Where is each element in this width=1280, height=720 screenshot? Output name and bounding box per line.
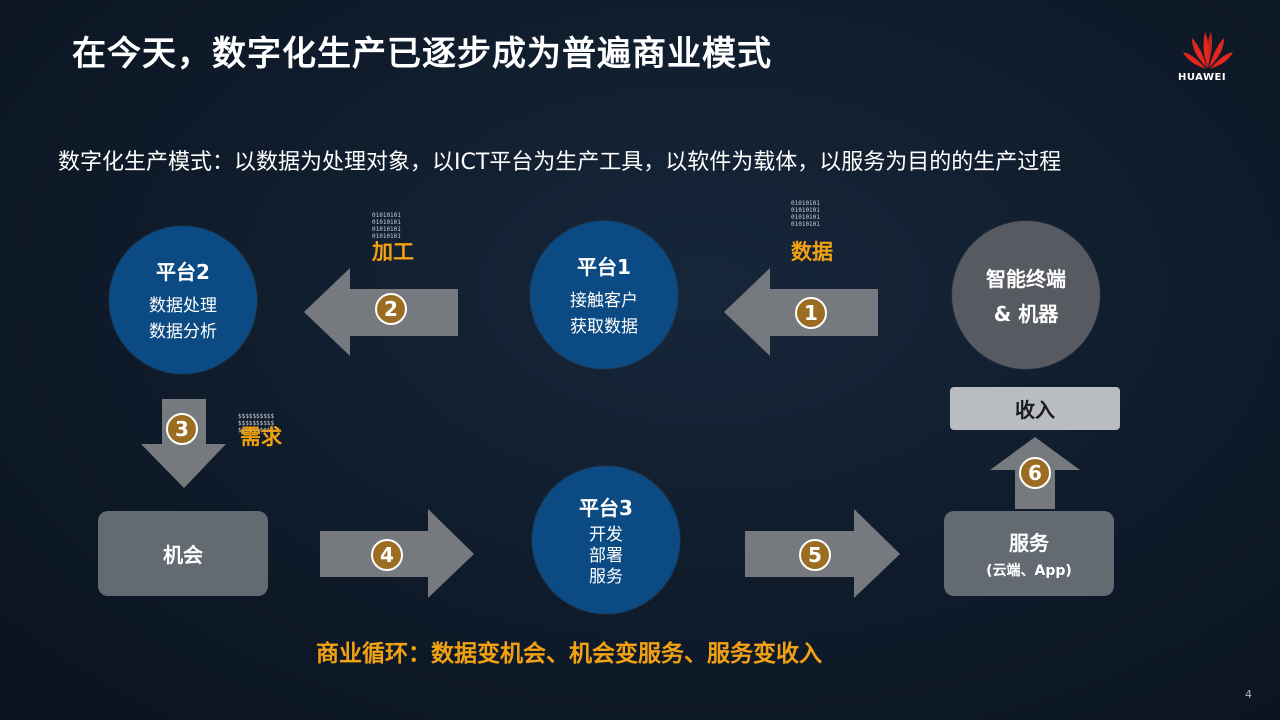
platform2-circle: 平台2 数据处理 数据分析 bbox=[109, 226, 257, 374]
platform2-title: 平台2 bbox=[156, 259, 210, 284]
binary-decor-data: 01010101 01010101 01010101 01010101 bbox=[791, 200, 820, 228]
service-title: 服务 bbox=[1009, 531, 1049, 555]
service-box: 服务 (云端、App) bbox=[944, 511, 1114, 596]
step-badge-2: 2 bbox=[375, 293, 407, 325]
platform2-line2: 数据分析 bbox=[149, 321, 217, 342]
service-sub: (云端、App) bbox=[986, 563, 1072, 579]
terminal-circle: 智能终端 & 机器 bbox=[952, 221, 1100, 369]
opportunity-label: 机会 bbox=[163, 543, 203, 567]
terminal-line2: & 机器 bbox=[993, 302, 1059, 326]
opportunity-box: 机会 bbox=[98, 511, 268, 596]
platform3-title: 平台3 bbox=[579, 496, 633, 520]
platform1-line2: 获取数据 bbox=[570, 316, 638, 337]
page-number: 4 bbox=[1245, 688, 1252, 701]
step-badge-6: 6 bbox=[1019, 457, 1051, 489]
platform1-circle: 平台1 接触客户 获取数据 bbox=[530, 221, 678, 369]
income-label: 收入 bbox=[1015, 398, 1055, 422]
step-badge-1: 1 bbox=[795, 297, 827, 329]
step-badge-5: 5 bbox=[799, 539, 831, 571]
tag-data: 数据 bbox=[791, 240, 833, 264]
platform2-line1: 数据处理 bbox=[149, 295, 217, 316]
income-box: 收入 bbox=[950, 387, 1120, 430]
platform3-line1: 开发 bbox=[589, 525, 623, 545]
platform3-circle: 平台3 开发 部署 服务 bbox=[532, 466, 680, 614]
page-title: 在今天，数字化生产已逐步成为普遍商业模式 bbox=[72, 34, 772, 74]
terminal-line1: 智能终端 bbox=[986, 267, 1066, 291]
subtitle: 数字化生产模式：以数据为处理对象，以ICT平台为生产工具，以软件为载体，以服务为… bbox=[58, 150, 1062, 175]
step-badge-4: 4 bbox=[371, 539, 403, 571]
platform3-line3: 服务 bbox=[589, 567, 623, 587]
platform3-line2: 部署 bbox=[589, 546, 623, 566]
money-decor-demand: $$$$$$$$$$ $$$$$$$$$$ $$$$$$$$$$ bbox=[238, 413, 275, 434]
platform1-line1: 接触客户 bbox=[570, 290, 638, 311]
binary-decor-process: 01010101 01010101 01010101 01010101 bbox=[372, 212, 401, 240]
step-badge-3: 3 bbox=[166, 413, 198, 445]
huawei-logo-icon bbox=[1183, 32, 1233, 69]
platform1-title: 平台1 bbox=[577, 254, 631, 279]
business-cycle-text: 商业循环：数据变机会、机会变服务、服务变收入 bbox=[316, 641, 822, 667]
tag-demand: 需求 bbox=[240, 425, 282, 449]
tag-process: 加工 bbox=[372, 240, 414, 264]
logo-text: HUAWEI bbox=[1178, 72, 1227, 83]
